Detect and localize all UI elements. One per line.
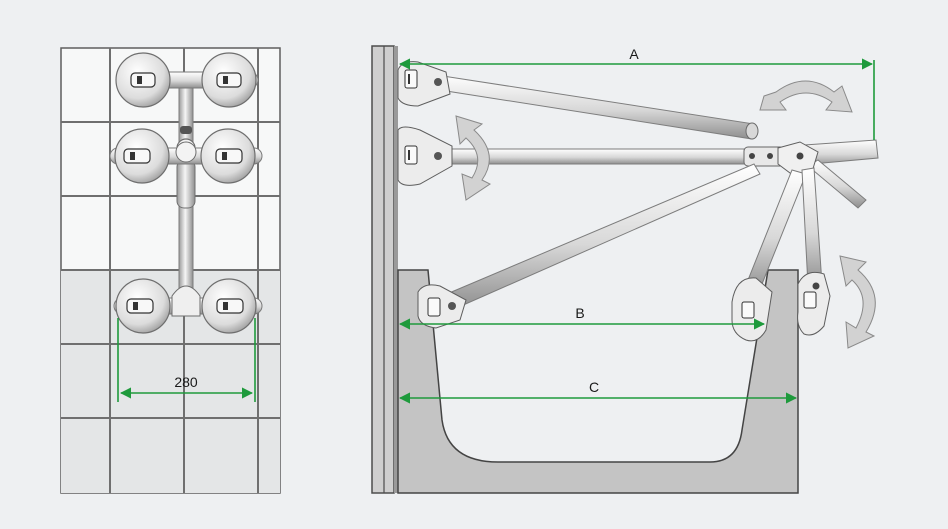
- dimension-280: 280: [117, 318, 256, 402]
- front-rod-pin: [180, 126, 192, 134]
- wall-section: [371, 45, 395, 494]
- side-view-panel: A B C: [371, 45, 879, 494]
- lower-diagonal-brace: [441, 163, 761, 311]
- curved-double-arrow-icon: [455, 115, 491, 201]
- middle-grab-bar: [447, 148, 779, 165]
- front-suction-pair-bottom: [113, 278, 263, 334]
- front-view-panel: 280: [60, 47, 281, 494]
- dimension-a-label: A: [629, 46, 639, 62]
- dimension-a: A: [398, 46, 875, 140]
- front-rod-coupling: [176, 159, 196, 209]
- dimension-c-label: C: [589, 379, 599, 395]
- bathtub-section: [397, 269, 799, 494]
- curved-double-arrow-icon: [759, 80, 853, 113]
- curved-double-arrow-icon: [839, 255, 876, 349]
- support-leg-right: [801, 167, 823, 287]
- dimension-b: B: [398, 305, 766, 330]
- dimension-c: C: [398, 379, 798, 404]
- front-suction-pair-top: [115, 52, 259, 108]
- upper-grab-bar: [428, 73, 755, 140]
- front-suction-pair-middle: [109, 128, 263, 184]
- dimension-b-label: B: [575, 305, 584, 321]
- dimension-280-label: 280: [174, 374, 198, 390]
